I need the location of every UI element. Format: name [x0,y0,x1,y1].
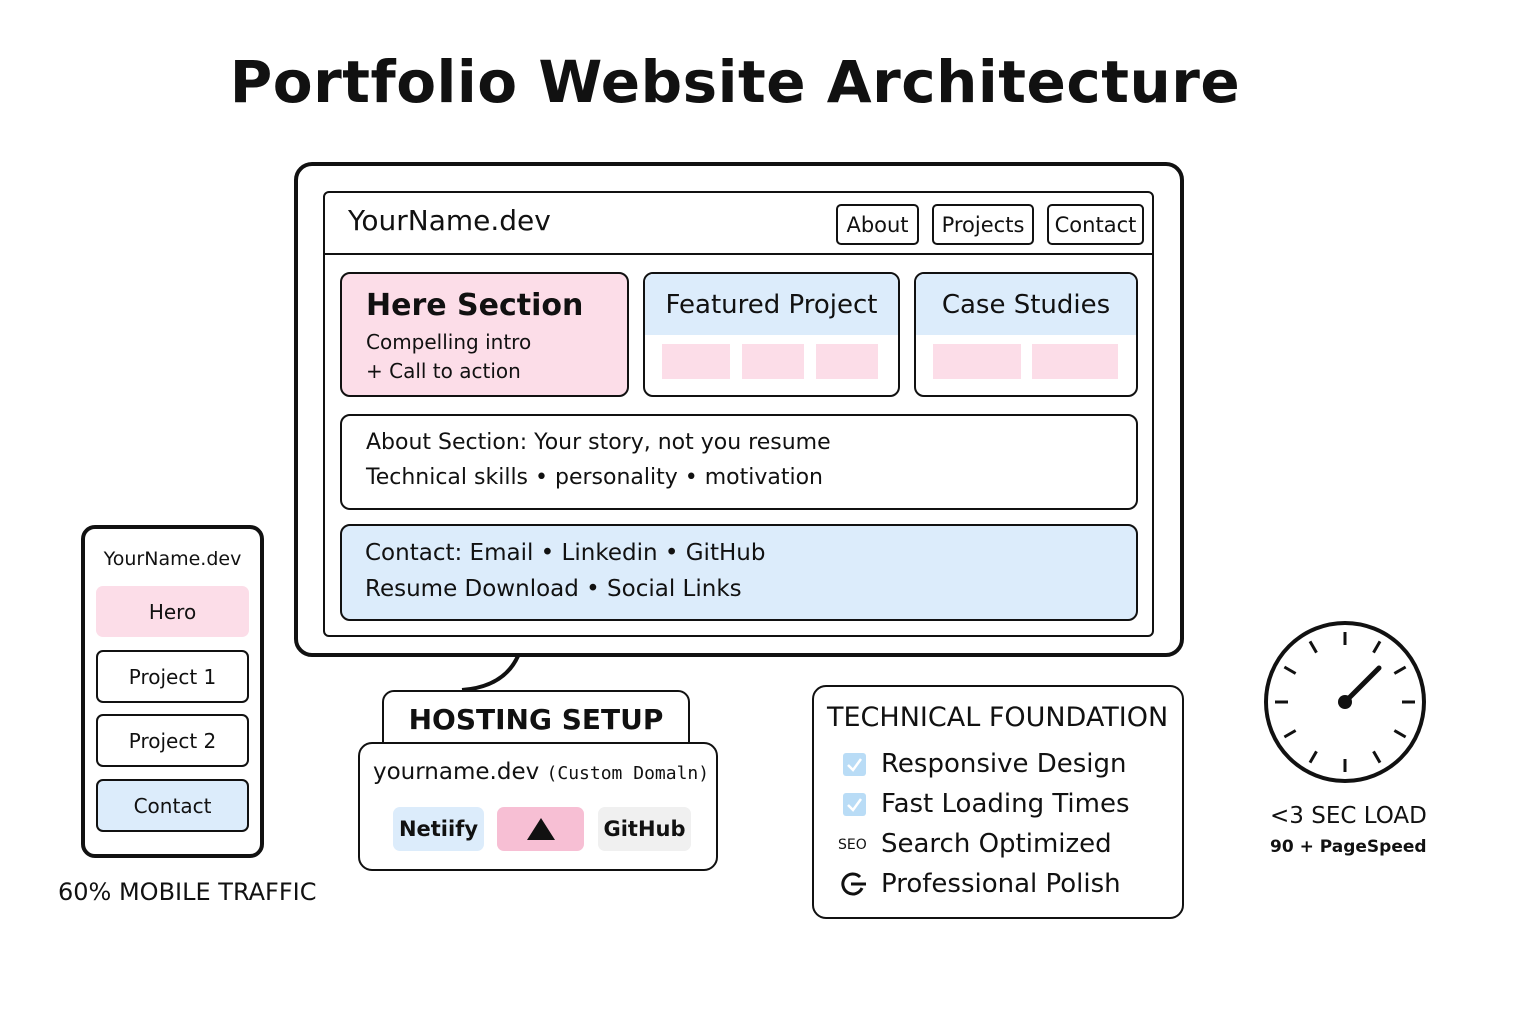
mobile-traffic-caption: 60% MOBILE TRAFFIC [58,878,317,906]
custom-domain: yourname.dev (Custom Domaln) [373,759,709,785]
clock-tick [1393,729,1407,739]
contact-line-1: Contact: Email • Linkedin • GitHub [365,540,766,566]
nav-about-button[interactable]: About [836,204,919,245]
polish-icon [841,872,866,896]
mobile-contact-block: Contact [96,779,249,832]
case-study-thumbnail [933,344,1021,379]
clock-tick [1372,640,1382,654]
pagespeed-label: 90 + PageSpeed [1270,837,1427,857]
tech-item-fast-loading: Fast Loading Times [881,789,1130,819]
featured-thumbnail [816,344,878,379]
case-study-thumbnail [1032,344,1118,379]
case-studies-card: Case Studies [914,272,1138,397]
desktop-brand: YourName.dev [348,204,551,237]
mobile-project-2-block: Project 2 [96,714,249,767]
hero-title: Here Section [366,288,584,323]
clock-tick [1308,640,1318,654]
about-line-2: Technical skills • personality • motivat… [366,465,823,490]
featured-thumbnail [742,344,804,379]
load-time-label: <3 SEC LOAD [1270,803,1427,829]
clock-tick [1283,665,1297,675]
nav-projects-button[interactable]: Projects [932,204,1034,245]
case-studies-title: Case Studies [916,274,1136,335]
tech-item-responsive: Responsive Design [881,749,1127,779]
seo-label: SEO [838,837,867,853]
about-section-card [340,414,1138,510]
hero-section-card [340,272,629,397]
mobile-hero-block: Hero [96,586,249,637]
vercel-triangle-icon [526,818,555,840]
hero-line-2: + Call to action [366,359,521,383]
technical-foundation-panel [812,685,1184,919]
contact-line-2: Resume Download • Social Links [365,576,742,602]
connector-line [461,655,520,692]
clock-tick [1283,729,1297,739]
featured-thumbnail [662,344,730,379]
page-title: Portfolio Website Architecture [229,48,1241,116]
tech-title: TECHNICAL FOUNDATION [827,702,1169,733]
nav-contact-button[interactable]: Contact [1047,204,1144,245]
github-chip: GitHub [598,807,691,851]
stopwatch-icon [1264,621,1426,783]
hosting-title: HOSTING SETUP [408,703,664,736]
contact-section-card [340,524,1138,621]
vercel-chip [497,807,584,851]
about-line-1: About Section: Your story, not you resum… [366,430,831,455]
mobile-project-1-block: Project 1 [96,650,249,703]
hero-line-1: Compelling intro [366,330,532,354]
clock-tick [1308,750,1318,764]
tech-item-professional-polish: Professional Polish [881,869,1121,899]
checkbox-icon [843,753,866,776]
clock-hub [1338,695,1352,709]
domain-note: (Custom Domaln) [546,763,710,784]
featured-project-title: Featured Project [645,274,898,335]
domain-name: yourname.dev [373,759,540,785]
mobile-brand: YourName.dev [103,548,242,570]
clock-tick [1393,665,1407,675]
clock-hand [1342,665,1382,705]
hero-subtitle: Compelling intro + Call to action [366,328,531,386]
header-divider [323,253,1154,255]
clock-tick [1372,750,1382,764]
checkbox-icon [843,793,866,816]
netlify-chip: Netiify [393,807,484,851]
tech-item-search-optimized: Search Optimized [881,829,1112,859]
